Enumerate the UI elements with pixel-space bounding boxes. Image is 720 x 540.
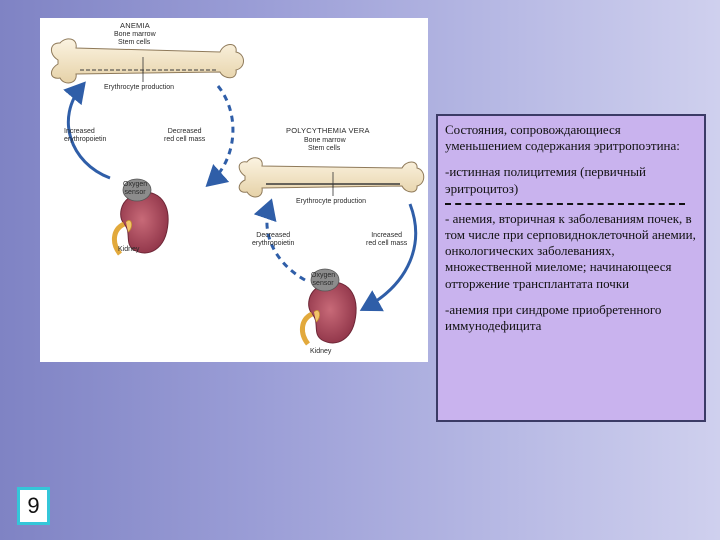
anemia-bone bbox=[51, 38, 244, 84]
polycythemia-oxygen-sensor-label: Oxygen sensor bbox=[311, 272, 336, 287]
conditions-text-box: Состояния, сопровождающиеся уменьшением … bbox=[436, 114, 706, 422]
polycythemia-erythrocyte-production-label: Erythrocyte production bbox=[296, 198, 367, 205]
anemia-kidney-label: Kidney bbox=[118, 246, 140, 253]
anemia-decreased-mass-label: Decreased red cell mass bbox=[164, 128, 206, 143]
polycythemia-increased-mass-label: Increased red cell mass bbox=[366, 232, 408, 247]
dashed-divider bbox=[445, 202, 685, 219]
anemia-bone-marrow-label: Bone marrow bbox=[114, 31, 156, 38]
condition-item-3: -анемия при синдроме приобретенного имму… bbox=[445, 301, 662, 334]
polycythemia-stem-cells-label: Stem cells bbox=[308, 145, 341, 152]
conditions-heading: Состояния, сопровождающиеся уменьшением … bbox=[445, 122, 680, 154]
polycythemia-kidney bbox=[300, 268, 357, 346]
anemia-oxygen-sensor-label: Oxygen sensor bbox=[123, 181, 148, 196]
polycythemia-bone bbox=[238, 157, 425, 198]
polycythemia-kidney-label: Kidney bbox=[310, 348, 332, 355]
diagram-artwork bbox=[51, 38, 425, 346]
polycythemia-title: POLYCYTHEMIA VERA bbox=[286, 126, 370, 135]
anemia-stem-cells-label: Stem cells bbox=[118, 39, 151, 46]
condition-item-2: - анемия, вторичная к заболеваниям почек… bbox=[445, 210, 696, 291]
condition-item-1: -истинная полицитемия (первичный эритроц… bbox=[445, 164, 646, 196]
anemia-erythrocyte-production-label: Erythrocyte production bbox=[104, 84, 175, 91]
anemia-increased-epo-label: Increased erythropoietin bbox=[64, 128, 107, 143]
polycythemia-decreased-epo-label: Decreased erythropoietin bbox=[252, 232, 295, 247]
anemia-kidney bbox=[112, 178, 169, 256]
page-number: 9 bbox=[17, 487, 50, 525]
polycythemia-bone-marrow-label: Bone marrow bbox=[304, 137, 346, 144]
anemia-title: ANEMIA bbox=[120, 21, 150, 30]
erythropoiesis-diagram: ANEMIA Bone marrow Stem cells Erythrocyt… bbox=[40, 18, 428, 362]
